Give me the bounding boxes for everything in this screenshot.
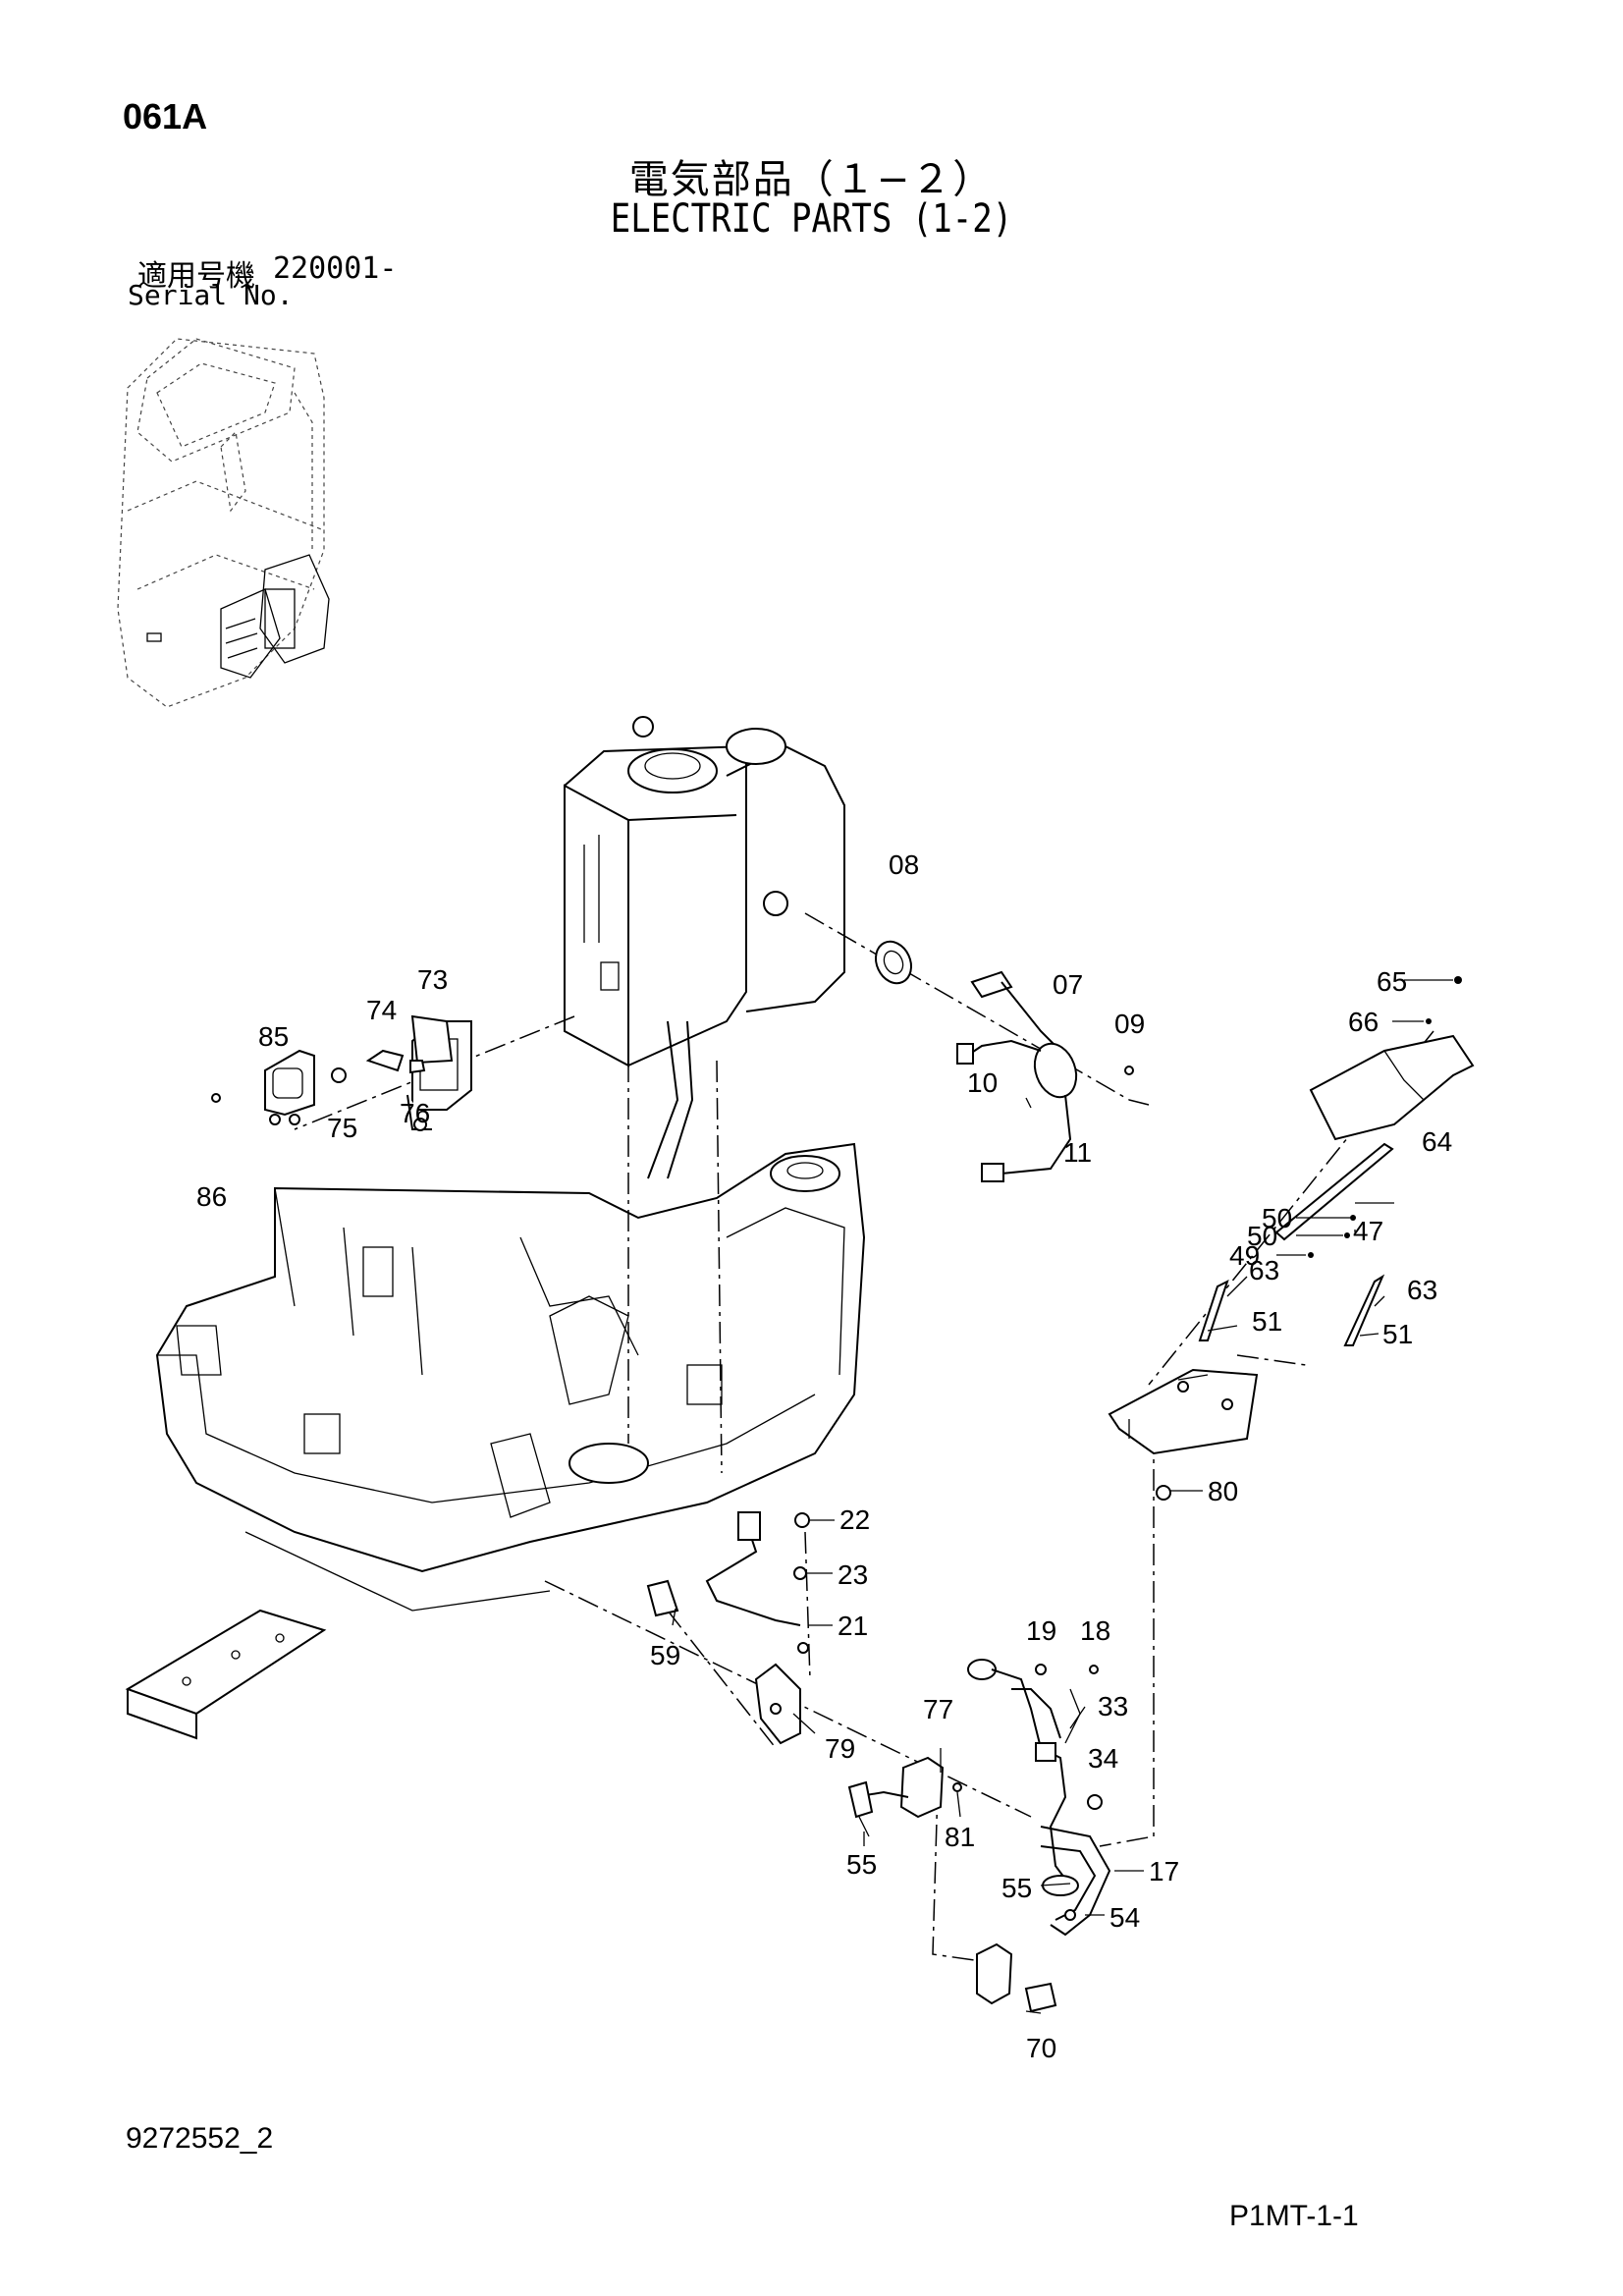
lower-left-bracket (125, 1609, 327, 1740)
callout-59: 59 (650, 1640, 680, 1670)
callout-17: 17 (1149, 1856, 1179, 1886)
callout-65: 65 (1377, 966, 1407, 997)
callout-19: 19 (1026, 1615, 1056, 1646)
callout-11: 11 (1063, 1137, 1092, 1168)
page-code: 061A (123, 96, 208, 137)
revolving-frame (155, 1142, 866, 1612)
callout-09: 09 (1114, 1009, 1145, 1039)
callout-80: 80 (1208, 1476, 1238, 1506)
callout-74: 74 (366, 995, 397, 1025)
callout-23: 23 (838, 1559, 868, 1590)
serial-label-japanese: 適用号機 (137, 259, 255, 294)
serial-number-value: 220001- (273, 251, 398, 286)
callout-leaders (672, 979, 1453, 2014)
callout-86: 86 (196, 1181, 227, 1212)
switch-bracket-assembly (847, 1756, 962, 1837)
callout-08: 08 (889, 849, 919, 880)
callout-54: 54 (1109, 1902, 1140, 1933)
label-plate-assembly (976, 1942, 1057, 2013)
callout-51a: 51 (1252, 1306, 1282, 1337)
callout-47: 47 (1353, 1216, 1383, 1246)
serial-label-english: Serial No. (128, 279, 294, 311)
machine-overview-inset (117, 338, 330, 708)
callout-73: 73 (417, 964, 448, 995)
callout-49: 49 (1229, 1240, 1260, 1271)
callout-50a: 50 (1262, 1203, 1292, 1233)
callout-79: 79 (825, 1733, 855, 1764)
callout-81: 81 (945, 1822, 975, 1852)
callout-07: 07 (1053, 969, 1083, 1000)
hydraulic-tank (564, 716, 845, 1179)
document-number: 9272552_2 (126, 2122, 274, 2155)
page-reference: P1MT-1-1 (1229, 2200, 1359, 2232)
fuel-sensor-assembly (875, 940, 1134, 1182)
callout-22: 22 (839, 1504, 870, 1535)
callout-70: 70 (1026, 2033, 1056, 2063)
callout-10: 10 (967, 1067, 998, 1098)
callout-55a: 55 (846, 1849, 877, 1880)
callout-66: 66 (1348, 1007, 1379, 1037)
callout-64: 64 (1422, 1126, 1452, 1157)
callout-76: 76 (400, 1098, 430, 1128)
page-title-japanese: 電気部品（１−２） (628, 157, 995, 202)
harness-clamp-assembly (646, 1511, 810, 1745)
callout-63b: 63 (1407, 1275, 1437, 1305)
callout-85: 85 (258, 1021, 289, 1052)
callout-33: 33 (1098, 1691, 1128, 1722)
callout-63a: 63 (1249, 1255, 1279, 1285)
callout-21: 21 (838, 1611, 868, 1641)
callout-34: 34 (1088, 1743, 1118, 1774)
callout-51b: 51 (1382, 1319, 1413, 1349)
callout-labels: 08 07 09 10 11 65 66 64 50 50 49 47 63 6… (196, 849, 1452, 2063)
page-title-english: ELECTRIC PARTS (1-2) (610, 196, 1013, 242)
callout-55b: 55 (1001, 1873, 1032, 1903)
callout-75: 75 (327, 1113, 357, 1143)
cover-assembly (1108, 976, 1475, 1501)
relay-bracket-assembly (211, 1014, 472, 1131)
callout-50b: 50 (1247, 1221, 1277, 1251)
callout-18: 18 (1080, 1615, 1110, 1646)
callout-77: 77 (923, 1694, 953, 1724)
